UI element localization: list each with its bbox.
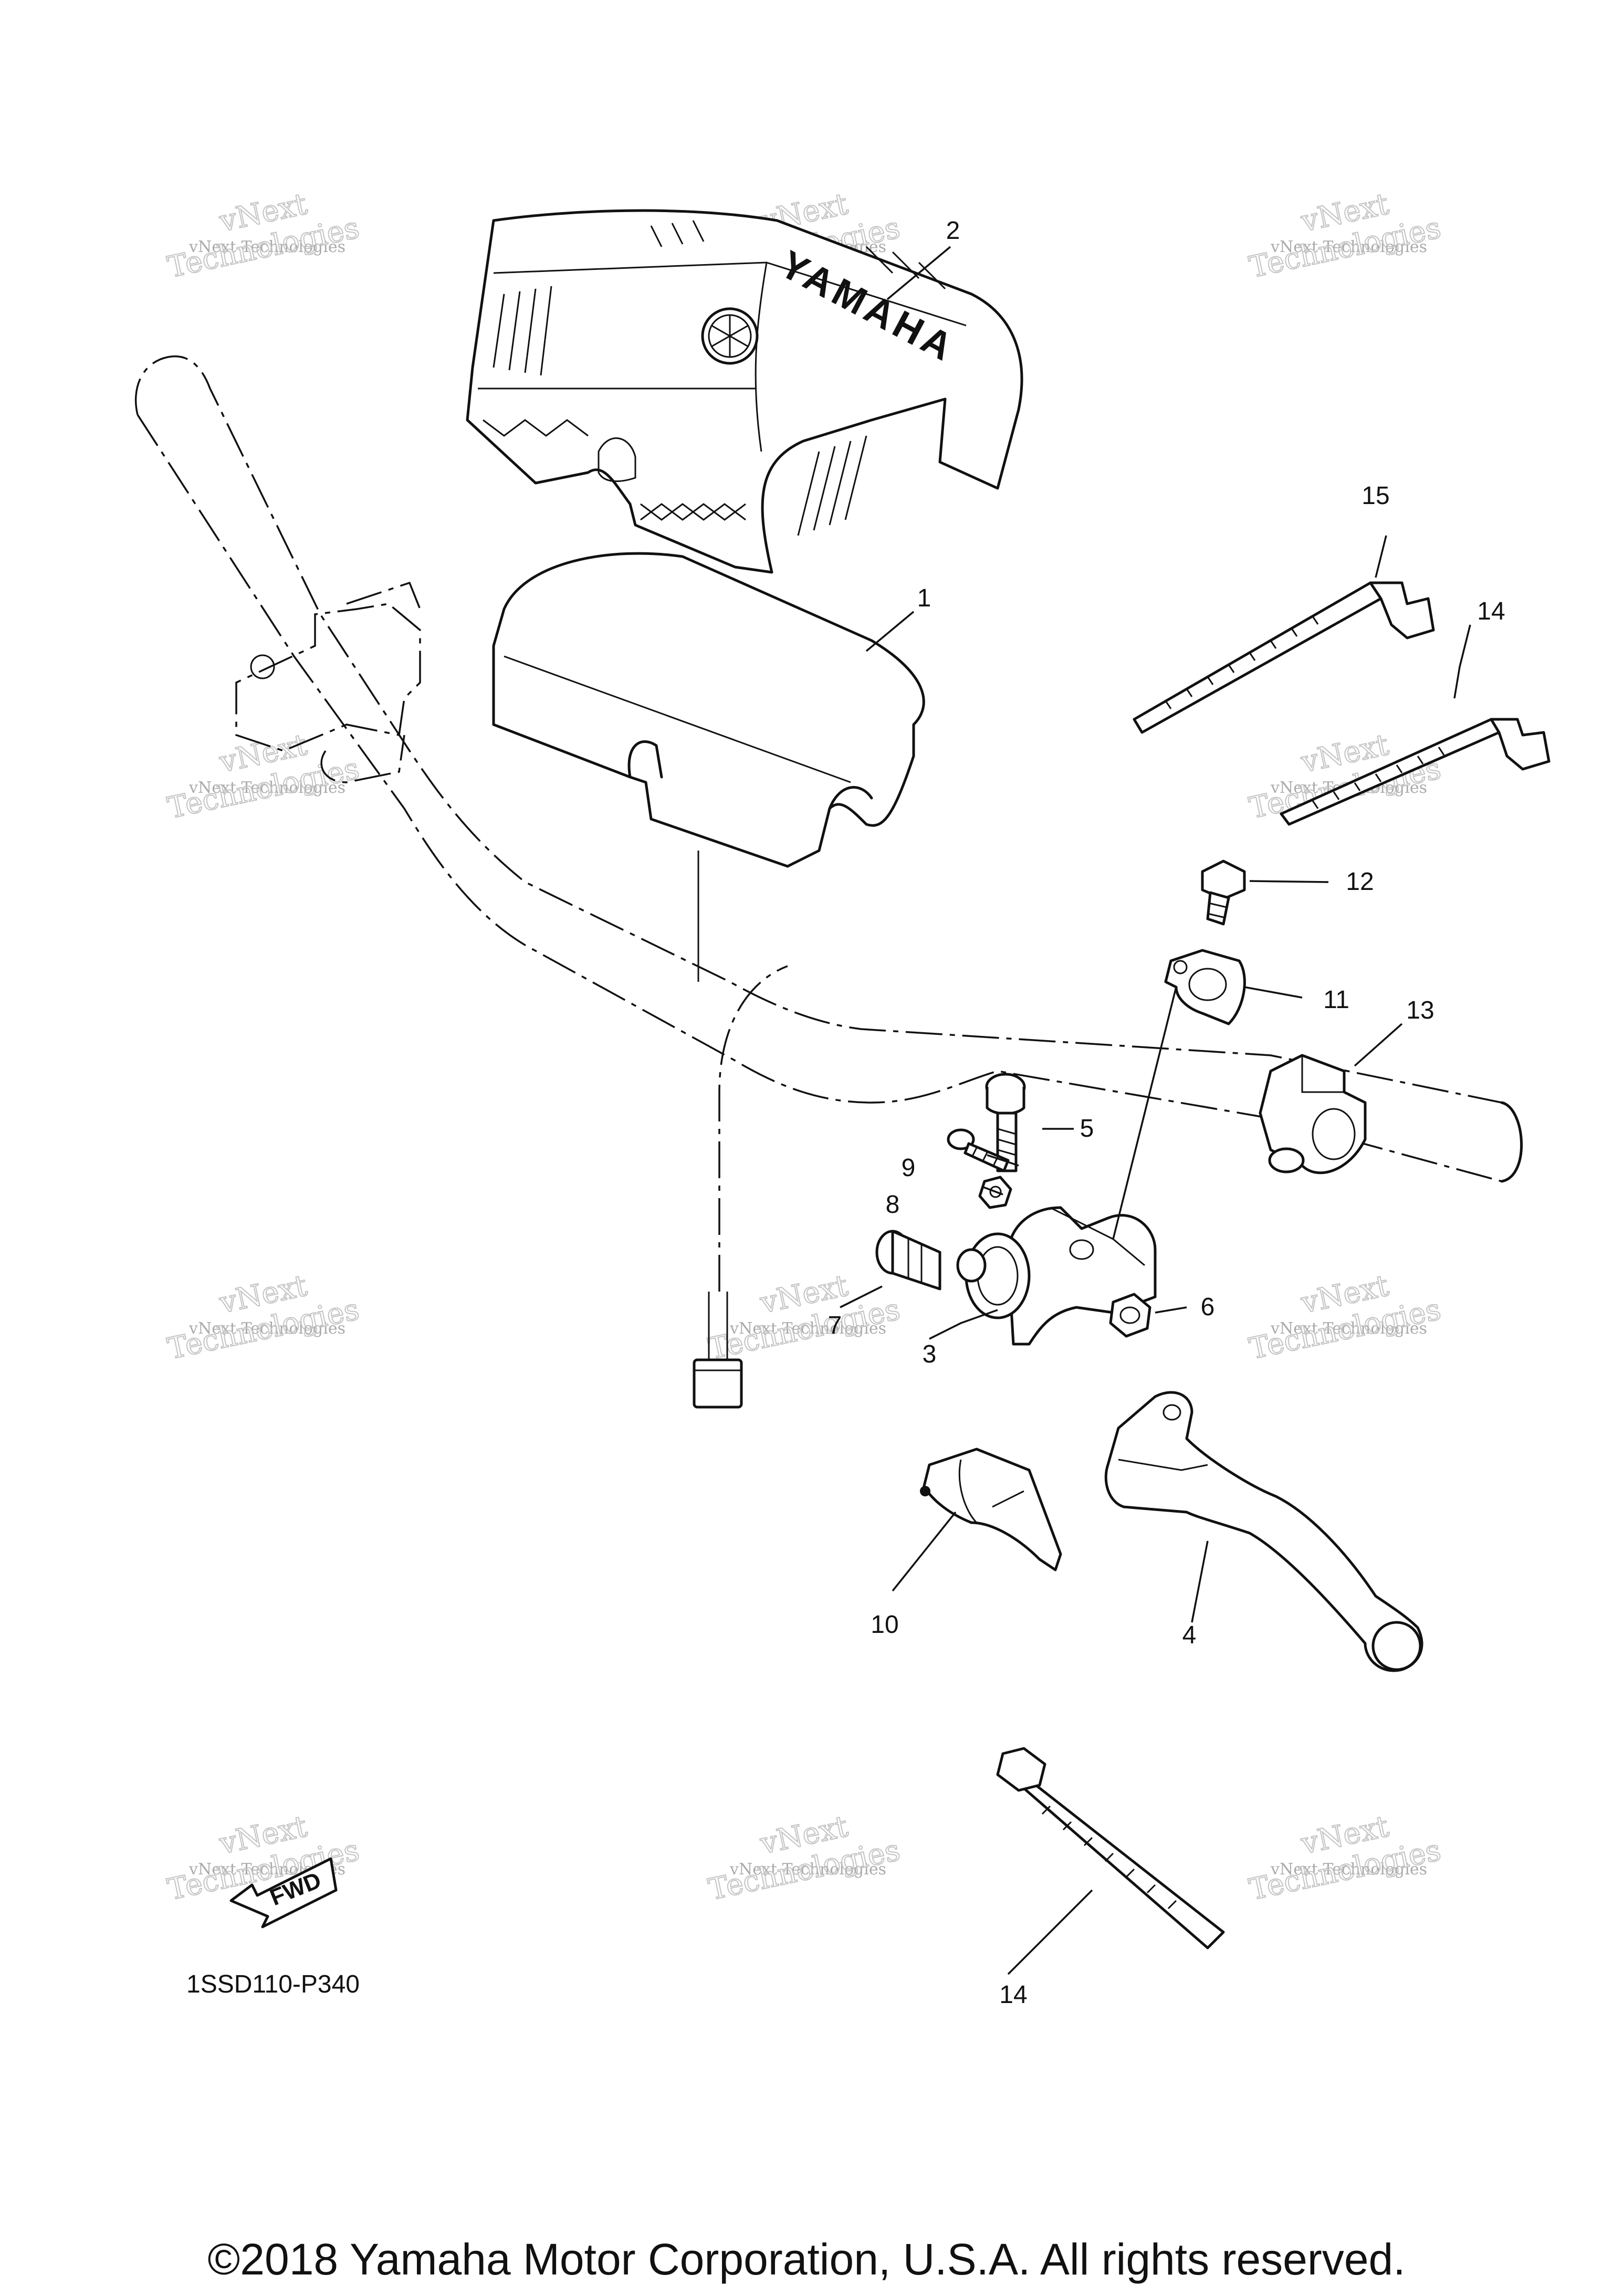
- svg-text:vNext Technologies: vNext Technologies: [1270, 1319, 1427, 1338]
- callout-10: 10: [871, 1611, 898, 1639]
- callout-13: 13: [1406, 997, 1434, 1024]
- leader-lines: [840, 246, 1471, 1975]
- callout-3: 3: [923, 1340, 937, 1368]
- callout-4: 4: [1182, 1621, 1197, 1649]
- left-switch-housing: [235, 581, 421, 783]
- svg-text:vNext Technologies: vNext Technologies: [729, 1319, 886, 1338]
- watermark: vNext Technologies Technologies vNext: [1246, 186, 1444, 285]
- svg-text:vNext Technologies: vNext Technologies: [729, 1860, 886, 1879]
- callout-8: 8: [886, 1191, 900, 1219]
- lever-boot: [920, 1448, 1062, 1571]
- cable-adjuster: [875, 1230, 987, 1291]
- cable-tie-14-upper: [1280, 718, 1551, 826]
- cable-tie-14-lower: [996, 1747, 1225, 1949]
- watermark: vNext Technologies Technologies vNext: [164, 727, 363, 826]
- lever-holder: [965, 1206, 1157, 1346]
- callout-15: 15: [1361, 482, 1389, 510]
- watermarks: vNext Technologies Technologies vNext vN…: [164, 186, 1444, 1907]
- svg-text:vNext Technologies: vNext Technologies: [188, 238, 345, 256]
- watermark: vNext Technologies Technologies vNext: [164, 1268, 363, 1367]
- copyright-notice: ©2018 Yamaha Motor Corporation, U.S.A. A…: [207, 2235, 1406, 2284]
- adjust-screw: [947, 1128, 1010, 1172]
- callout-14: 14: [1477, 597, 1505, 625]
- diagram-code: 1SSD110-P340: [186, 1970, 360, 1998]
- callout-2: 2: [946, 217, 960, 245]
- cable-tie-15: [1133, 581, 1435, 734]
- watermark: vNext Technologies Technologies vNext: [1246, 1268, 1444, 1367]
- callout-11: 11: [1323, 986, 1349, 1014]
- callout-1: 1: [917, 584, 931, 612]
- watermark: vNext Technologies Technologies vNext: [1246, 1809, 1444, 1907]
- watermark: vNext Technologies Technologies vNext: [705, 1809, 904, 1907]
- watermark: vNext Technologies Technologies vNext: [1246, 727, 1444, 826]
- handlebar-outline: [134, 355, 1523, 1183]
- handlebar-pad: [492, 552, 925, 982]
- pad-cover: YAMAHA: [466, 209, 1023, 574]
- holder-clamp: [1164, 949, 1246, 1025]
- callout-14-lower: 14: [999, 1981, 1027, 2009]
- callout-6: 6: [1201, 1293, 1215, 1321]
- clamp-bolt: [1201, 859, 1246, 926]
- callout-12: 12: [1346, 868, 1374, 896]
- svg-text:vNext Technologies: vNext Technologies: [1270, 238, 1427, 256]
- svg-text:vNext Technologies: vNext Technologies: [1270, 1860, 1427, 1879]
- watermark: vNext Technologies Technologies vNext: [164, 186, 363, 285]
- clutch-lever: [1104, 1391, 1423, 1672]
- callout-9: 9: [902, 1154, 916, 1182]
- watermark: vNext Technologies Technologies vNext: [705, 1268, 904, 1367]
- yamaha-tuning-fork-logo-icon: [701, 307, 759, 365]
- svg-text:vNext Technologies: vNext Technologies: [188, 779, 345, 797]
- switch-wire: [693, 965, 788, 1409]
- svg-text:vNext Technologies: vNext Technologies: [188, 1319, 345, 1338]
- cover-stripes: [493, 220, 946, 536]
- callout-7: 7: [828, 1312, 842, 1339]
- callouts: 1 2 3 4 5 6 7 8 9 10 11 12 13 14 15 14: [828, 217, 1505, 2009]
- handlebar-holder: [1259, 1054, 1367, 1175]
- callout-5: 5: [1080, 1115, 1094, 1142]
- pivot-nut: [1109, 1293, 1151, 1338]
